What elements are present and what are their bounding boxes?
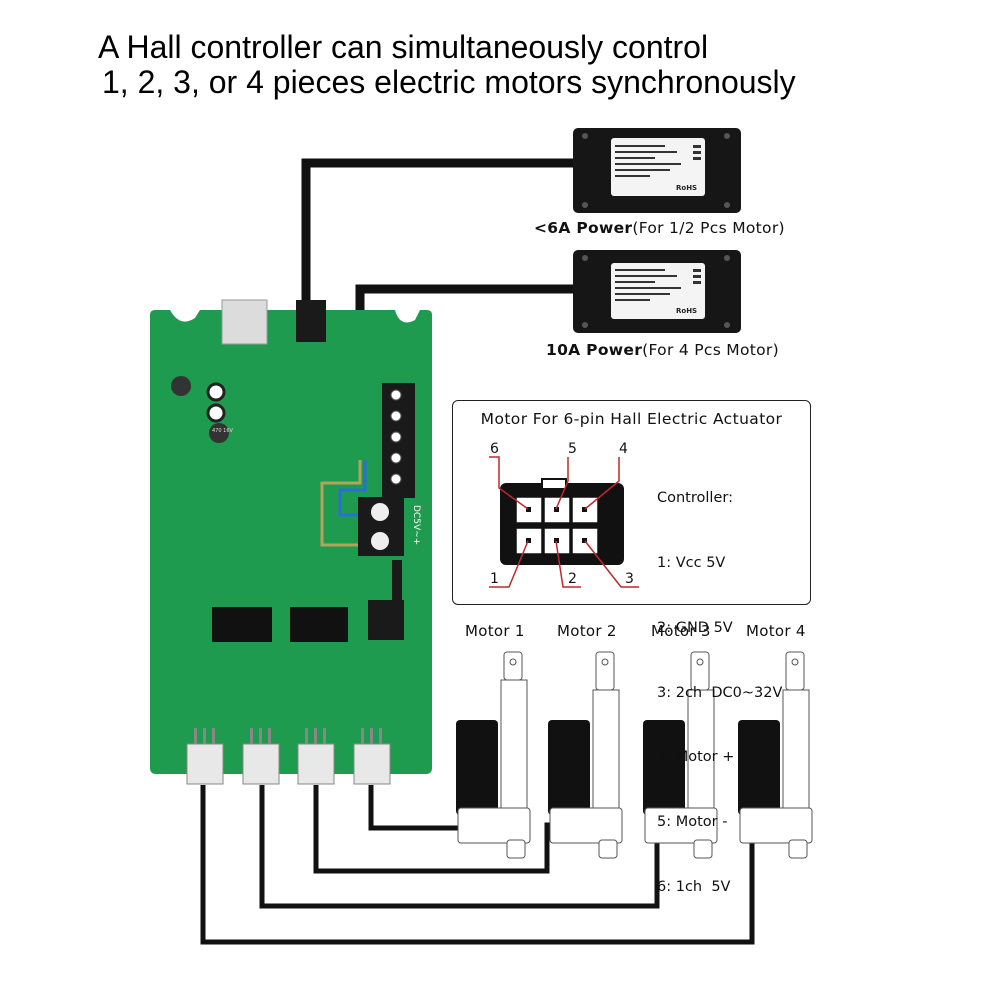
actuator-1: [456, 651, 531, 859]
pin-number-6: 6: [490, 441, 499, 457]
hall-connector-diagram: 6 5 4 1 2 3: [489, 441, 639, 588]
psu-1-rohs: RoHS: [676, 184, 697, 192]
headline-line-2: 1, 2, 3, or 4 pieces electric motors syn…: [102, 64, 796, 100]
pin-number-5: 5: [568, 441, 577, 457]
pin-number-4: 4: [619, 441, 628, 457]
motor-label-2: Motor 2: [557, 622, 617, 640]
motor-label-1: Motor 1: [465, 622, 525, 640]
psu-caption-2-bold: 10A Power: [546, 341, 643, 359]
pin-number-1: 1: [490, 571, 499, 587]
motor-connectors: [186, 728, 391, 785]
pin-item-3: 3: 2ch DC0~32V: [657, 684, 783, 701]
usb-port: [221, 299, 268, 345]
motor-cable-4: [368, 785, 470, 831]
pin-item-2: 2: GND 5V: [657, 619, 733, 636]
pin-number-2: 2: [568, 571, 577, 587]
psu-2-rohs: RoHS: [676, 307, 697, 315]
motor-label-4: Motor 4: [746, 622, 806, 640]
psu-caption-1-bold: <6A Power: [534, 219, 633, 237]
capacitor-1: [171, 376, 191, 396]
chip-1: [212, 607, 272, 642]
psu-caption-2-detail: (For 4 Pcs Motor): [642, 341, 779, 359]
motor-label-3: Motor 3: [651, 622, 711, 640]
pin-item-4: 4: Motor +: [657, 749, 735, 766]
actuator-3: [643, 651, 718, 859]
pin-list: Controller: 1: Vcc 5V 2: GND 5V 3: 2ch D…: [657, 445, 782, 942]
psu-caption-2: 10A Power(For 4 Pcs Motor): [546, 341, 779, 359]
terminal-label: DC5V~+: [411, 505, 421, 545]
psu-caption-1-detail: (For 1/2 Pcs Motor): [632, 219, 785, 237]
controller-board: 470 16V DC5V~+: [150, 299, 432, 785]
chip-2: [290, 607, 348, 642]
pinout-panel: Motor For 6-pin Hall Electric Actuator: [452, 400, 811, 895]
headline: A Hall controller can simultaneously con…: [98, 30, 978, 100]
power-supply-1: RoHS: [573, 128, 741, 213]
psu-caption-1: <6A Power(For 1/2 Pcs Motor): [534, 219, 785, 237]
capacitor-2: [209, 423, 229, 443]
headline-line-1: A Hall controller can simultaneously con…: [98, 29, 709, 65]
actuator-2: [548, 651, 623, 859]
actuator-4: [738, 651, 813, 859]
pin-number-3: 3: [625, 571, 634, 587]
pin-item-6: 6: 1ch 5V: [657, 878, 731, 895]
pinout-title: Motor For 6-pin Hall Electric Actuator: [480, 410, 783, 428]
power-supply-2: RoHS: [573, 250, 741, 333]
controller-heading: Controller:: [657, 490, 733, 507]
dc-jack: [296, 300, 326, 342]
pin-item-1: 1: Vcc 5V: [657, 554, 726, 571]
pin-item-5: 5: Motor -: [657, 814, 728, 831]
power-cable-1: [301, 158, 575, 306]
capacitor-label: 470 16V: [212, 428, 233, 434]
